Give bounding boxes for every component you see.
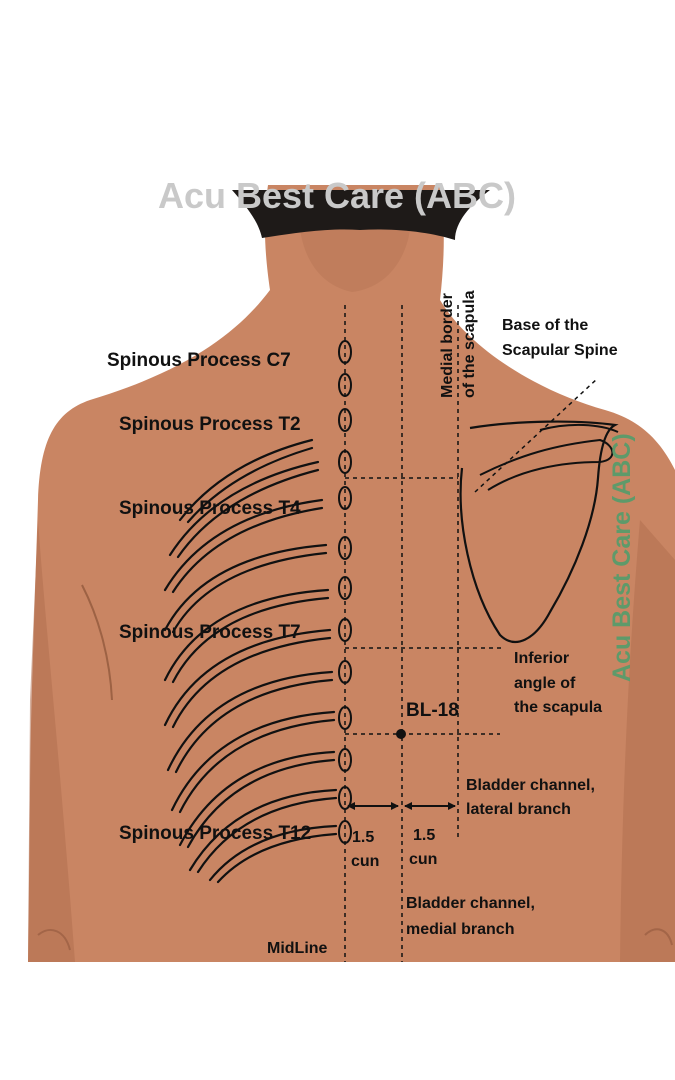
label-c7: Spinous Process C7 [107,350,291,371]
dist1-unit: cun [351,853,379,870]
vertebra-6 [338,536,352,560]
medial-branch-line2: medial branch [406,921,514,938]
vertebra-5 [338,486,352,510]
vertebra-12 [338,786,352,810]
base-spine-line2: Scapular Spine [502,342,618,359]
inferior-line2: angle of [514,675,576,692]
medial-branch-line1: Bladder channel, [406,895,535,912]
acromion [539,423,619,433]
vertebra-8 [338,618,352,642]
medial-border-line2: of the scapula [461,290,478,398]
lateral-branch-line2: lateral branch [466,801,571,818]
vertebra-7 [338,576,352,600]
midline-label: MidLine [267,940,328,957]
watermark-side-group: Acu Best Care (ABC) [608,433,636,682]
vertebra-2 [338,373,352,397]
elbow-right [644,928,673,946]
elbow-left [37,929,71,951]
inferior-line1: Inferior [514,650,569,667]
vertebra-9 [338,660,352,684]
vertebra-4 [338,450,352,474]
label-t7: Spinous Process T7 [119,622,301,643]
vertebrae [338,340,352,844]
vertebra-11 [338,748,352,772]
rib-5 [163,588,330,684]
rib-10 [188,788,338,874]
label-t12: Spinous Process T12 [119,823,311,844]
watermark-side: Acu Best Care (ABC) [608,433,636,682]
vertebra-13 [338,820,352,844]
bl18-label: BL-18 [406,700,459,721]
lateral-branch-line1: Bladder channel, [466,777,595,794]
inferior-line3: the scapula [514,699,602,716]
dist1-value: 1.5 [352,829,374,846]
vertebra-10 [338,706,352,730]
base-spine-line1: Base of the [502,317,588,334]
rib-8 [170,710,336,814]
left-armpit-line [81,584,113,701]
bl18-point [396,729,406,739]
scapula-outline [459,420,619,644]
rib-6 [163,628,332,729]
label-t2: Spinous Process T2 [119,414,301,435]
scapular-spine [479,438,614,491]
dist2-value: 1.5 [413,827,435,844]
vertebra-1 [338,340,352,364]
rib-11 [208,824,338,884]
medial-border-line1: Medial border [439,293,456,398]
ribs [163,438,338,884]
medial-border-label: Medial border of the scapula [439,290,478,398]
body-silhouette [28,185,675,962]
rib-9 [178,750,336,849]
rib-3 [163,498,324,594]
hair [232,190,490,240]
vertebra-3 [338,408,352,432]
right-arm-shadow [620,520,675,962]
dist2-unit: cun [409,851,437,868]
rib-1 [178,438,314,524]
dashed-lines [344,305,599,962]
watermark-top: Acu Best Care (ABC) [158,175,516,216]
rib-7 [166,670,334,774]
left-arm-shadow [28,520,75,962]
rib-4 [163,543,328,634]
neck-shadow [300,230,410,292]
label-t4: Spinous Process T4 [119,498,301,519]
scapular-spine-dashed [474,377,599,493]
rib-2 [168,460,320,559]
